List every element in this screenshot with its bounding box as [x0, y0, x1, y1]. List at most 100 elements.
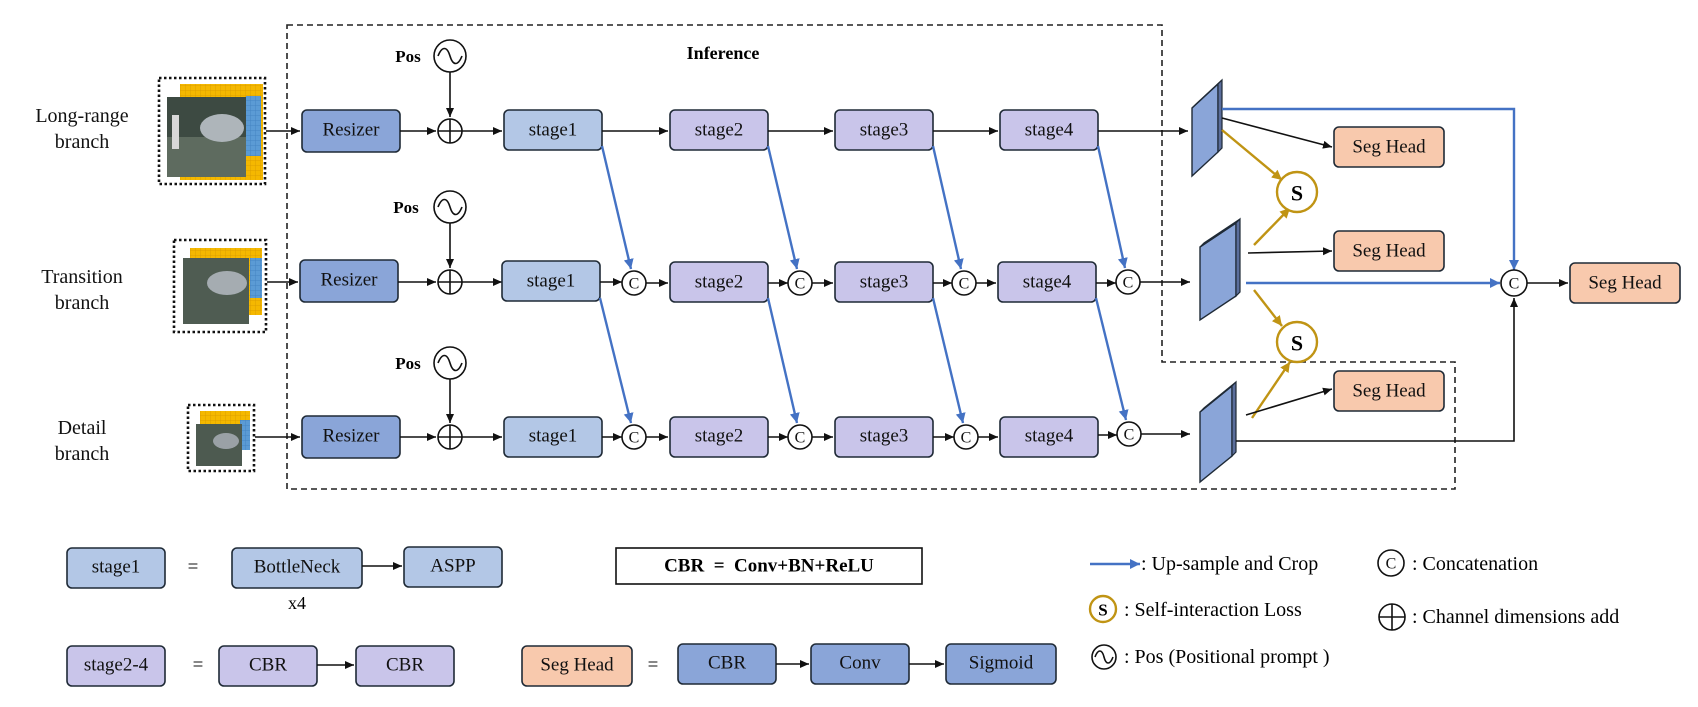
svg-text:Resizer: Resizer [323, 425, 381, 446]
stage3-block-detail: stage3 [834, 416, 934, 458]
svg-text:: Concatenation: : Concatenation [1412, 553, 1538, 575]
stage1-block-transition: stage1 [501, 260, 601, 302]
concat-icon-detail-2: C [787, 424, 813, 450]
branch-label-long-range: Long-range branch [35, 105, 128, 153]
concat-icon-detail-3: C [953, 424, 979, 450]
svg-text:C: C [959, 276, 970, 293]
feature-map-detail [1199, 380, 1237, 484]
svg-text:Seg Head: Seg Head [1352, 240, 1426, 261]
svg-text:stage2: stage2 [695, 271, 744, 292]
stage2-block-transition: stage2 [669, 261, 769, 303]
stage2-block-detail: stage2 [669, 416, 769, 458]
stage3-block-transition: stage3 [834, 261, 934, 303]
svg-text:stage3: stage3 [860, 425, 909, 446]
svg-text:C: C [1124, 427, 1135, 444]
svg-text:Resizer: Resizer [323, 119, 381, 140]
seg-head-final: Seg Head [1569, 262, 1681, 304]
legend-seghead-definition: Seg Head = CBR Conv Sigmoid [521, 643, 1057, 687]
svg-text:Detail: Detail [58, 417, 107, 439]
svg-text:stage1: stage1 [92, 556, 141, 577]
pos-prompt-long-range: Pos [395, 39, 467, 117]
svg-text:stage1: stage1 [529, 425, 578, 446]
svg-text:branch: branch [55, 443, 109, 465]
svg-text:C: C [961, 430, 972, 447]
svg-text:CBR = Conv+BN+ReLU: CBR = Conv+BN+ReLU [664, 555, 874, 576]
svg-text:stage1: stage1 [527, 270, 576, 291]
concat-icon-transition-4: C [1115, 269, 1141, 295]
svg-text:stage4: stage4 [1023, 271, 1072, 292]
add-icon-transition [437, 269, 463, 295]
stage4-block-transition: stage4 [997, 261, 1097, 303]
svg-text:Sigmoid: Sigmoid [969, 652, 1034, 673]
svg-text:x4: x4 [288, 593, 306, 613]
svg-text:: Up-sample and Crop: : Up-sample and Crop [1141, 553, 1318, 575]
feature-map-long-range [1191, 78, 1223, 178]
concat-icon-detail-1: C [621, 424, 647, 450]
svg-text:Resizer: Resizer [321, 269, 379, 290]
svg-text:=: = [188, 556, 199, 577]
svg-text:stage2: stage2 [695, 425, 744, 446]
pos-prompt-detail: Pos [395, 346, 467, 423]
concat-icon-transition-1: C [621, 270, 647, 296]
svg-text:CBR: CBR [386, 654, 424, 675]
svg-text:Seg Head: Seg Head [1352, 136, 1426, 157]
legend-channel-add: : Channel dimensions add [1378, 603, 1619, 631]
svg-text:: Pos (Positional prompt ): : Pos (Positional prompt ) [1124, 646, 1330, 668]
svg-text:Conv: Conv [839, 652, 881, 673]
svg-text:C: C [1386, 556, 1397, 573]
pos-prompt-transition: Pos [393, 190, 467, 268]
input-image-detail [186, 403, 256, 473]
svg-text:S: S [1291, 331, 1303, 356]
self-interaction-icon-2: S [1275, 320, 1319, 364]
resizer-block-transition: Resizer [299, 259, 399, 303]
stage2-block-long-range: stage2 [669, 109, 769, 151]
svg-text:branch: branch [55, 292, 109, 314]
self-interaction-arrows [1221, 129, 1291, 419]
svg-text:C: C [795, 276, 806, 293]
inference-region [286, 24, 1456, 490]
svg-text:stage3: stage3 [860, 271, 909, 292]
legend-self-interaction: S : Self-interaction Loss [1088, 594, 1302, 624]
legend-concatenation: C : Concatenation [1377, 549, 1538, 577]
svg-text:Pos: Pos [393, 198, 419, 217]
svg-text:stage4: stage4 [1025, 425, 1074, 446]
legend-stage1-definition: stage1 = BottleNeck x4 ASPP [66, 546, 503, 613]
stage4-block-detail: stage4 [999, 416, 1099, 458]
svg-text:stage2-4: stage2-4 [84, 654, 149, 675]
stage3-block-long-range: stage3 [834, 109, 934, 151]
stage4-block-long-range: stage4 [999, 109, 1099, 151]
concat-icon-transition-2: C [787, 270, 813, 296]
svg-text:S: S [1291, 181, 1303, 206]
feature-map-transition [1199, 217, 1241, 322]
legend-cbr-definition: CBR = Conv+BN+ReLU [615, 547, 923, 585]
add-icon-detail [437, 424, 463, 450]
legend-pos-prompt: : Pos (Positional prompt ) [1091, 644, 1330, 670]
stage1-block-long-range: stage1 [503, 109, 603, 151]
svg-text:S: S [1098, 601, 1107, 620]
concat-icon-transition-3: C [951, 270, 977, 296]
svg-text:C: C [795, 430, 806, 447]
resizer-block-detail: Resizer [301, 415, 401, 459]
legend-stage24-definition: stage2-4 = CBR CBR [66, 645, 455, 687]
svg-text:C: C [1509, 276, 1520, 293]
svg-text:Seg Head: Seg Head [1352, 380, 1426, 401]
stage1-block-detail: stage1 [503, 416, 603, 458]
input-image-long-range [157, 76, 267, 186]
add-icon-long-range [437, 118, 463, 144]
svg-text:Long-range: Long-range [35, 105, 128, 127]
svg-text:stage3: stage3 [860, 119, 909, 140]
svg-text:Pos: Pos [395, 354, 421, 373]
svg-text:C: C [629, 430, 640, 447]
svg-text:: Channel dimensions add: : Channel dimensions add [1412, 606, 1619, 628]
svg-text:Seg Head: Seg Head [540, 654, 614, 675]
svg-text:ASPP: ASPP [430, 555, 475, 576]
inference-label: Inference [687, 43, 760, 63]
svg-text:: Self-interaction Loss: : Self-interaction Loss [1124, 599, 1302, 621]
svg-text:BottleNeck: BottleNeck [254, 556, 341, 577]
svg-text:CBR: CBR [708, 652, 746, 673]
svg-text:=: = [648, 654, 659, 675]
legend-upsample: : Up-sample and Crop [1090, 553, 1318, 575]
seg-head-detail: Seg Head [1333, 370, 1445, 412]
svg-text:Seg Head: Seg Head [1588, 272, 1662, 293]
